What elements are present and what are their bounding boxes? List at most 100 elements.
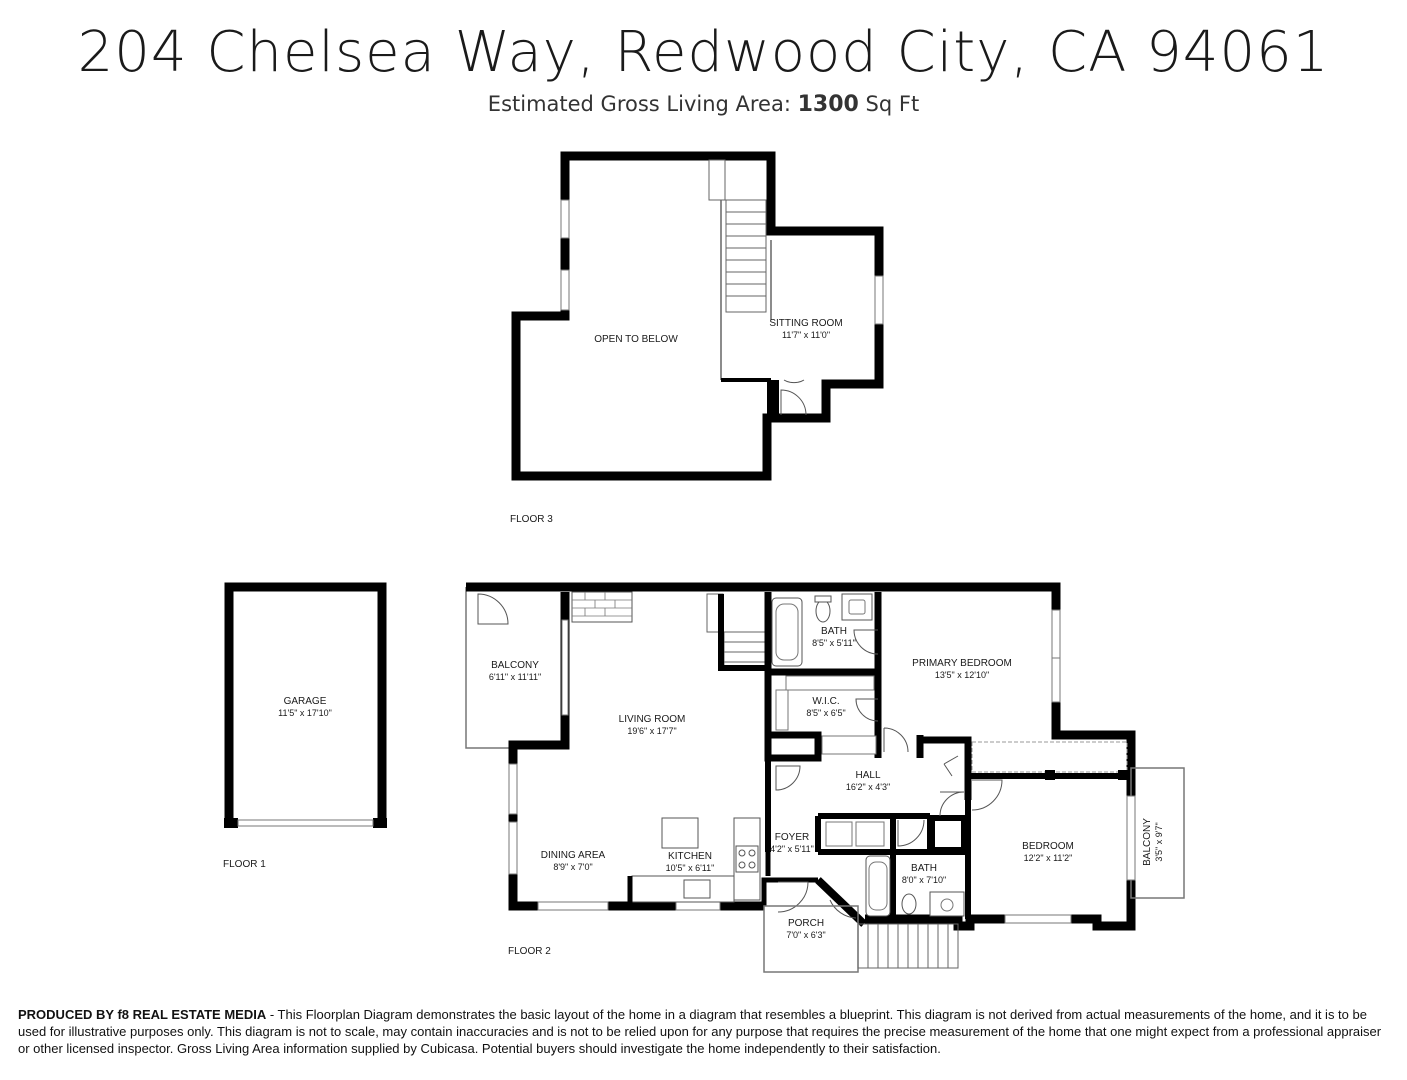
door-swing (855, 698, 879, 722)
window (560, 199, 570, 239)
room-name-bedroom: BEDROOM (1022, 841, 1074, 852)
wall-post (1045, 770, 1055, 780)
room-name-bath-lower: BATH (911, 863, 937, 874)
window (1004, 914, 1072, 924)
sink (841, 593, 873, 621)
room-dims-hall: 16'2" x 4'3" (846, 782, 890, 792)
room-dims-sitting-room: 11'7" x 11'0" (782, 330, 830, 340)
stove (735, 845, 759, 873)
floor-1-label: FLOOR 1 (223, 859, 266, 870)
balcony-slider (561, 619, 569, 716)
room-name-dining-area: DINING AREA (541, 850, 606, 861)
floor-2-plan: BALCONY 6'11" x 11'11" LIVING ROOM 19'6"… (465, 582, 1185, 973)
front-stairs (857, 923, 959, 969)
wic-shelf (775, 689, 789, 731)
closet-shelf (971, 741, 1128, 773)
floor-3-walls (511, 151, 884, 481)
floor-1-plan: GARAGE 11'5" x 17'10" FLOOR 1 (223, 582, 387, 870)
staircase (708, 159, 772, 380)
balcony-left-outline (465, 587, 516, 749)
kitchen-counter (631, 875, 735, 903)
room-dims-primary-bedroom: 13'5" x 12'10" (935, 670, 989, 680)
room-name-wic: W.I.C. (812, 696, 839, 707)
room-dims-bath-upper: 8'5" x 5'11" (812, 638, 856, 648)
kitchen-sink (683, 879, 711, 899)
toilet (901, 893, 917, 915)
kitchen-island (661, 817, 699, 849)
window (537, 901, 609, 911)
area-value: 1300 (797, 92, 859, 117)
window (560, 269, 570, 311)
room-name-garage: GARAGE (284, 696, 327, 707)
door-swing (783, 379, 805, 384)
floor-2-label: FLOOR 2 (508, 946, 551, 957)
door-swing (780, 389, 807, 416)
floor-3-plan: OPEN TO BELOW SITTING ROOM 11'7" x 11'0"… (510, 151, 884, 525)
balcony-slider (1126, 795, 1136, 881)
address-title: 204 Chelsea Way, Redwood City, CA 94061 (77, 20, 1330, 85)
bathtub (771, 597, 803, 667)
living-area-subtitle: Estimated Gross Living Area: 1300 Sq Ft (0, 92, 1407, 117)
room-name-porch: PORCH (788, 918, 824, 929)
foyer-walls (761, 852, 818, 906)
room-dims-balcony-left: 6'11" x 11'11" (489, 672, 541, 682)
room-dims-bath-lower: 8'0" x 7'10" (902, 875, 946, 885)
door-swing (971, 779, 1003, 811)
window (1051, 657, 1061, 703)
room-dims-kitchen: 10'5" x 6'11" (666, 863, 715, 873)
hall-cabinet (855, 821, 885, 847)
room-name-living-room: LIVING ROOM (619, 714, 686, 725)
room-name-foyer: FOYER (775, 832, 809, 843)
room-dims-wic: 8'5" x 6'5" (806, 708, 845, 718)
area-label: Estimated Gross Living Area: (487, 92, 791, 116)
window (508, 821, 518, 875)
room-dims-foyer: 4'2" x 5'11" (770, 844, 814, 854)
garage-door-left-post (224, 818, 238, 828)
room-name-hall: HALL (855, 770, 880, 781)
door-swing (777, 881, 809, 913)
toilet (815, 599, 831, 623)
window (1051, 609, 1061, 659)
disclaimer: PRODUCED BY f8 REAL ESTATE MEDIA - This … (18, 1006, 1388, 1057)
garage-door (237, 819, 374, 827)
door-swing (853, 629, 879, 655)
closet-wall (767, 380, 779, 420)
bath-wic-walls (764, 592, 882, 762)
fireplace (571, 591, 633, 623)
bathtub (865, 855, 891, 917)
disclaimer-producer: PRODUCED BY f8 REAL ESTATE MEDIA (18, 1007, 267, 1022)
door-swing (943, 755, 959, 777)
room-dims-living-room: 19'6" x 17'7" (627, 726, 676, 736)
room-dims-bedroom: 12'2" x 11'2" (1024, 853, 1073, 863)
staircase (706, 593, 767, 669)
door-swing (829, 899, 857, 919)
room-dims-porch: 7'0" x 6'3" (786, 930, 825, 940)
wic-shelf (785, 675, 875, 691)
window (508, 763, 518, 815)
hall-cabinet (825, 821, 853, 847)
room-name-balcony-left: BALCONY (491, 660, 539, 671)
floor-3-label: FLOOR 3 (510, 514, 553, 525)
window (874, 275, 884, 325)
garage-door-right-post (373, 818, 387, 828)
door-swing (939, 791, 965, 817)
room-dims-garage: 11'5" x 17'10" (278, 708, 332, 718)
door-swing (775, 765, 801, 791)
room-name-kitchen: KITCHEN (668, 851, 712, 862)
disclaimer-text: - This Floorplan Diagram demonstrates th… (18, 1007, 1382, 1056)
room-name-primary-bedroom: PRIMARY BEDROOM (912, 658, 1012, 669)
room-name-sitting-room: SITTING ROOM (769, 318, 842, 329)
floorplan-diagram: OPEN TO BELOW SITTING ROOM 11'7" x 11'0"… (223, 151, 1185, 973)
room-dims-balcony-right: 3'5" x 9'7" (1154, 822, 1164, 861)
door-swing (477, 593, 509, 625)
entry-wall (815, 877, 867, 927)
room-name-balcony-right: BALCONY (1142, 818, 1153, 866)
door-swing (883, 727, 909, 753)
hall-closet-walls (916, 735, 972, 800)
room-name-bath-upper: BATH (821, 626, 847, 637)
room-dims-dining-area: 8'9" x 7'0" (553, 862, 592, 872)
area-unit: Sq Ft (865, 92, 920, 116)
wall-post (1118, 770, 1128, 780)
sink (929, 891, 965, 917)
closet-box (929, 815, 967, 853)
